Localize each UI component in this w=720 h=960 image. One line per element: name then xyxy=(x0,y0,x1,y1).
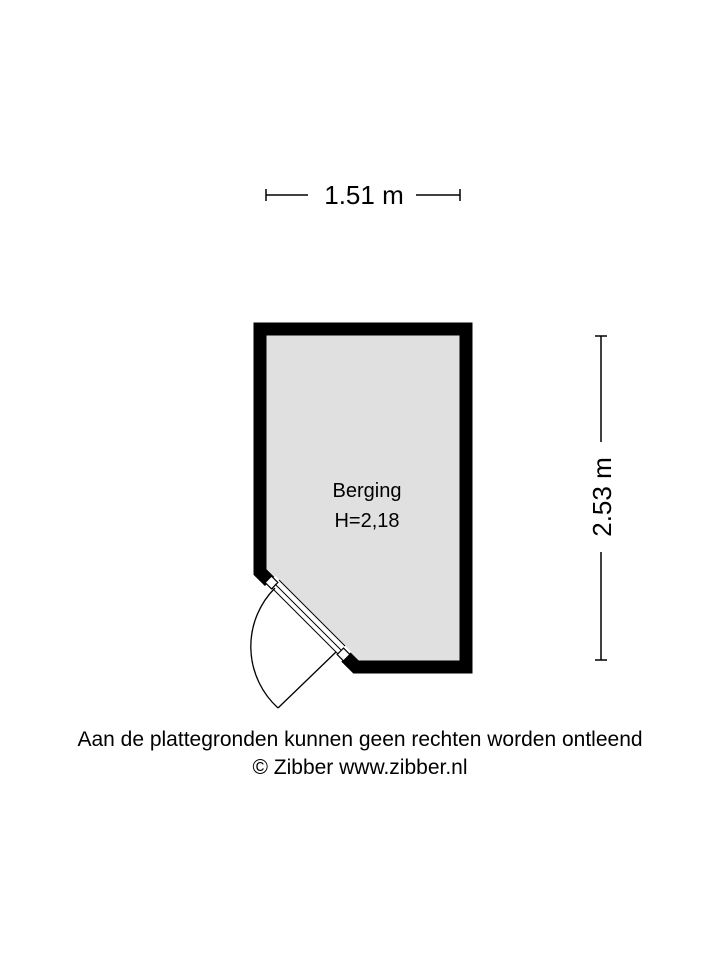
room-floor xyxy=(253,322,473,674)
room-name: Berging xyxy=(333,480,402,502)
door xyxy=(250,575,352,709)
disclaimer-text: Aan de plattegronden kunnen geen rechten… xyxy=(77,728,643,751)
copyright-text: © Zibber www.zibber.nl xyxy=(252,756,468,779)
width-label: 1.51 m xyxy=(324,180,404,210)
room-height: H=2,18 xyxy=(334,510,399,532)
room-berging: Berging H=2,18 xyxy=(250,322,473,709)
door-jamb-top xyxy=(264,575,279,590)
height-label: 2.53 m xyxy=(587,457,617,537)
width-dimension: 1.51 m xyxy=(265,180,461,210)
door-jamb-bottom xyxy=(336,647,351,662)
height-dimension: 2.53 m xyxy=(587,335,617,661)
door-swing-arc xyxy=(250,587,279,709)
door-leaf xyxy=(277,651,337,709)
